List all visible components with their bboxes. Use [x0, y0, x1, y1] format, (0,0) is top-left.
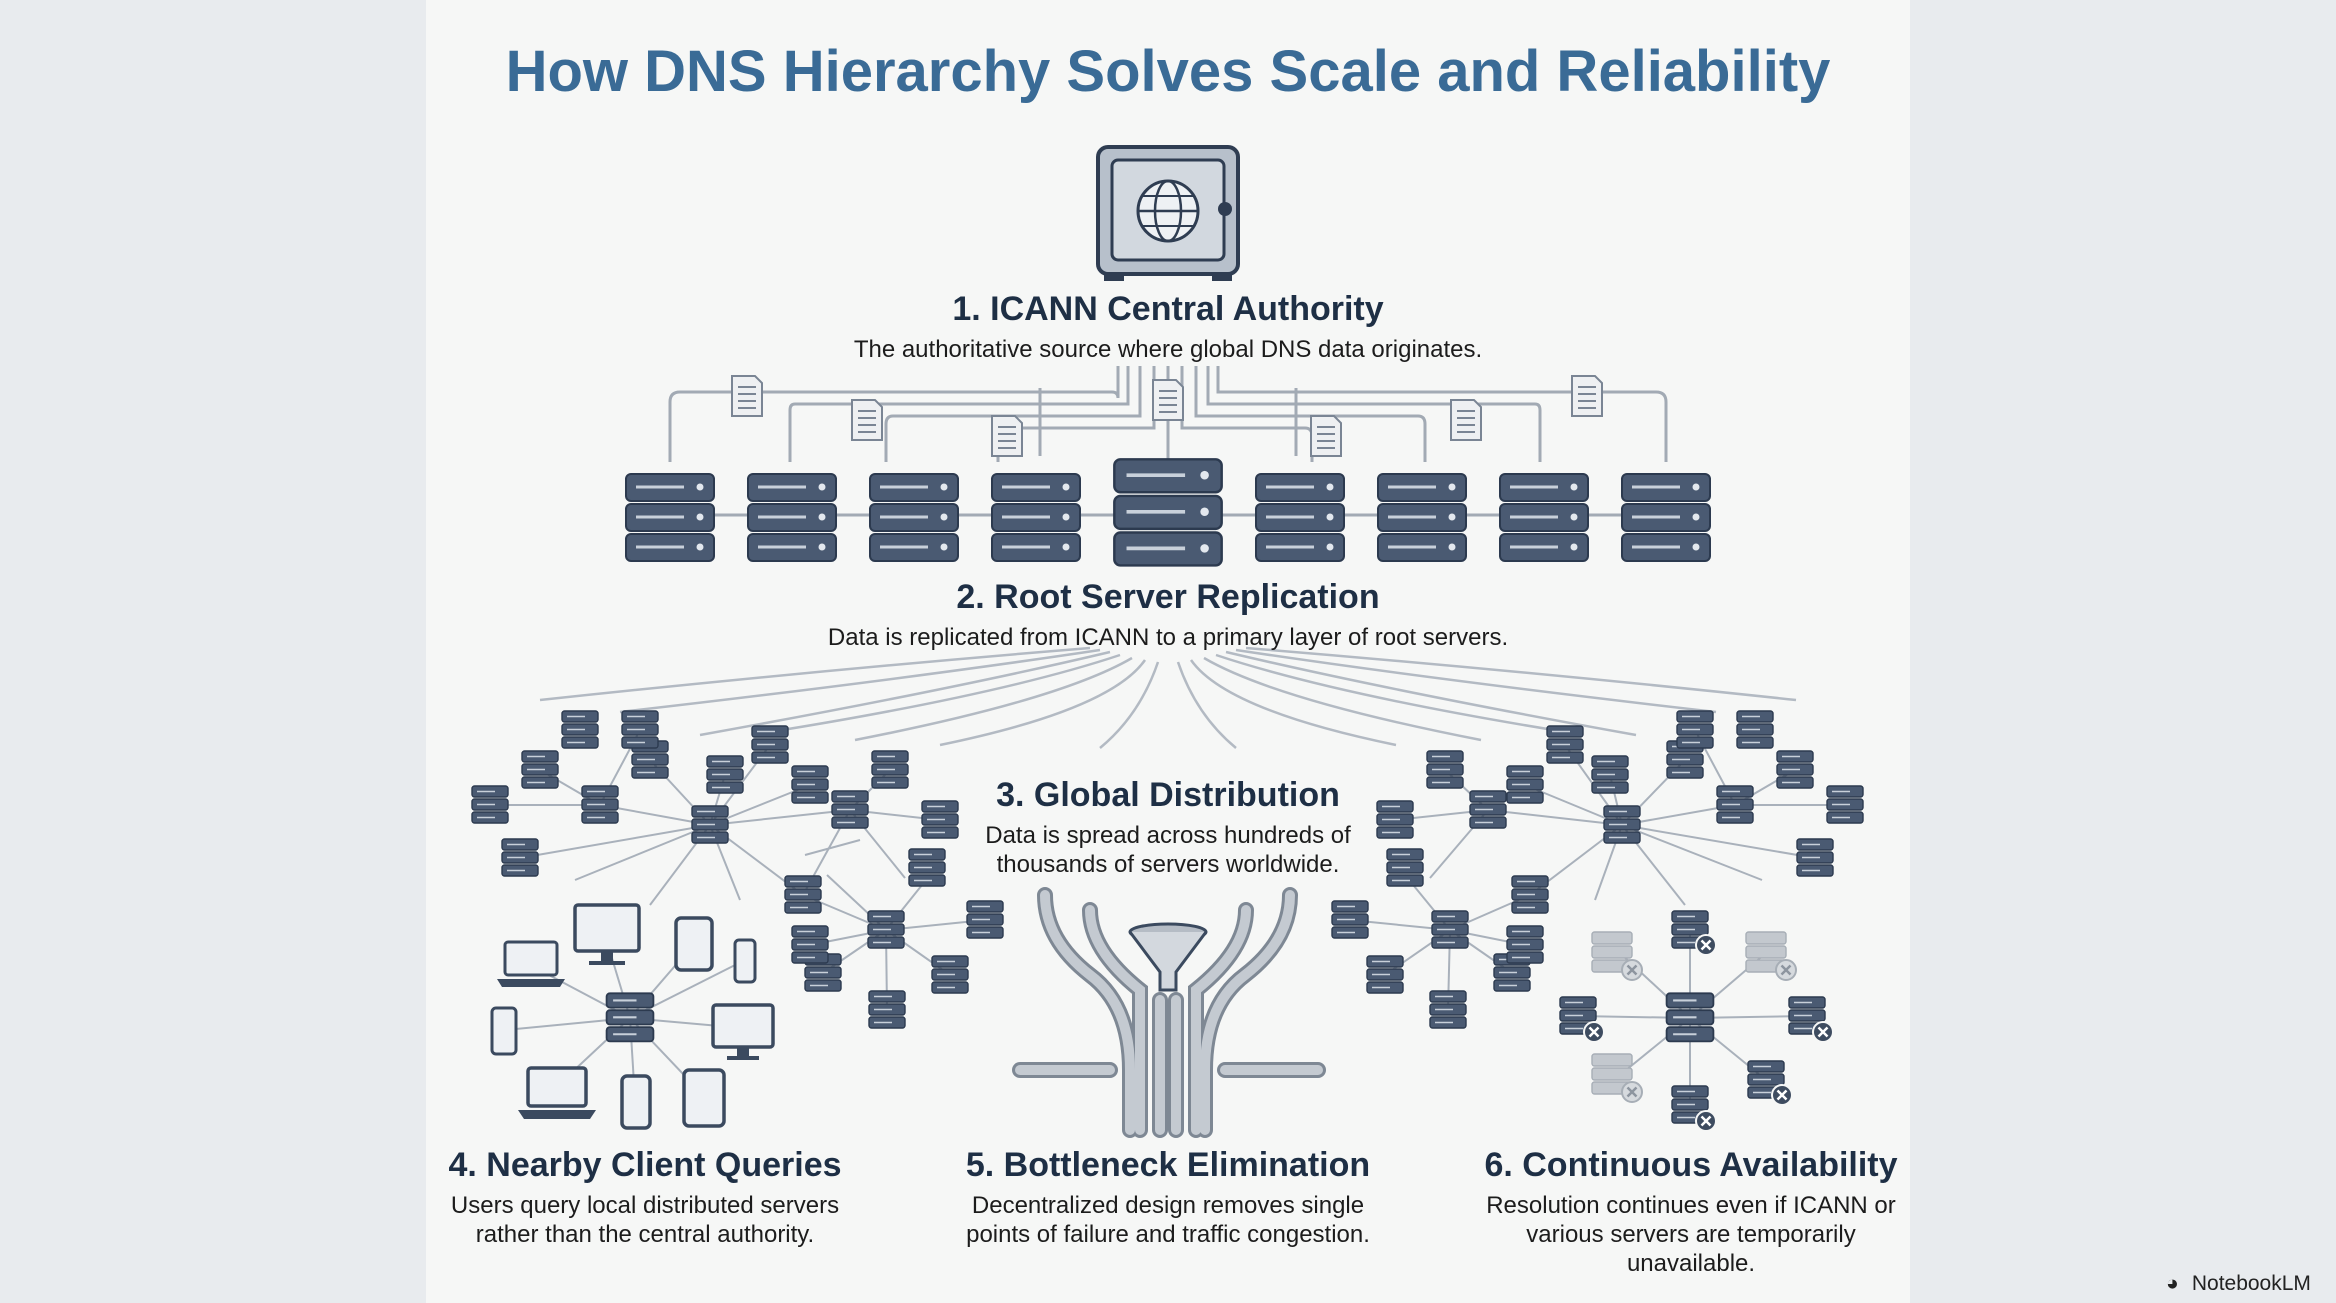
section-description: Data is replicated from ICANN to a prima… [827, 624, 1509, 651]
section-description: Users query local distributed servers ra… [450, 1192, 840, 1248]
tablet-icon [682, 1068, 726, 1128]
distribution-fan-lines [539, 646, 1797, 749]
notebooklm-watermark: ◕ NotebookLM [2166, 1272, 2311, 1296]
section-nearby-queries: 4. Nearby Client Queries Users query loc… [445, 1146, 845, 1249]
phone-icon [733, 938, 757, 984]
laptop-icon [497, 940, 565, 987]
section-availability: 6. Continuous Availability Resolution co… [1465, 1146, 1917, 1278]
brand-label: NotebookLM [2191, 1272, 2311, 1295]
section-description: Data is spread across hundreds of thousa… [985, 822, 1351, 878]
laptop-icon [518, 1066, 596, 1119]
funnel-icon [1128, 922, 1208, 992]
section-heading: 2. Root Server Replication [956, 578, 1380, 616]
section-description: The authoritative source where global DN… [853, 336, 1483, 363]
tablet-icon [674, 916, 714, 972]
page-title: How DNS Hierarchy Solves Scale and Relia… [505, 39, 1831, 104]
safe-globe-icon [1096, 145, 1240, 281]
section-root-replication: 2. Root Server Replication Data is repli… [768, 578, 1568, 652]
section-description: Decentralized design removes single poin… [966, 1192, 1370, 1248]
bottleneck-pipes [1012, 887, 1326, 1138]
section-heading: 6. Continuous Availability [1484, 1146, 1898, 1184]
phone-icon [490, 1006, 518, 1056]
section-heading: 5. Bottleneck Elimination [965, 1146, 1371, 1184]
section-global-distribution: 3. Global Distribution Data is spread ac… [978, 776, 1358, 879]
notebooklm-logo-icon: ◕ [2166, 1272, 2179, 1295]
section-icann: 1. ICANN Central Authority The authorita… [818, 290, 1518, 364]
section-description: Resolution continues even if ICANN or va… [1486, 1192, 1896, 1277]
left-margin [0, 0, 426, 1303]
monitor-icon [711, 1003, 775, 1060]
root-server-row [624, 457, 1712, 568]
section-bottleneck: 5. Bottleneck Elimination Decentralized … [958, 1146, 1378, 1249]
right-margin [1910, 0, 2336, 1303]
section-heading: 1. ICANN Central Authority [952, 290, 1384, 328]
section-heading: 3. Global Distribution [996, 776, 1340, 814]
monitor-icon [573, 903, 641, 965]
section-heading: 4. Nearby Client Queries [448, 1146, 842, 1184]
client-server-icon [605, 992, 655, 1043]
phone-icon [620, 1074, 652, 1130]
